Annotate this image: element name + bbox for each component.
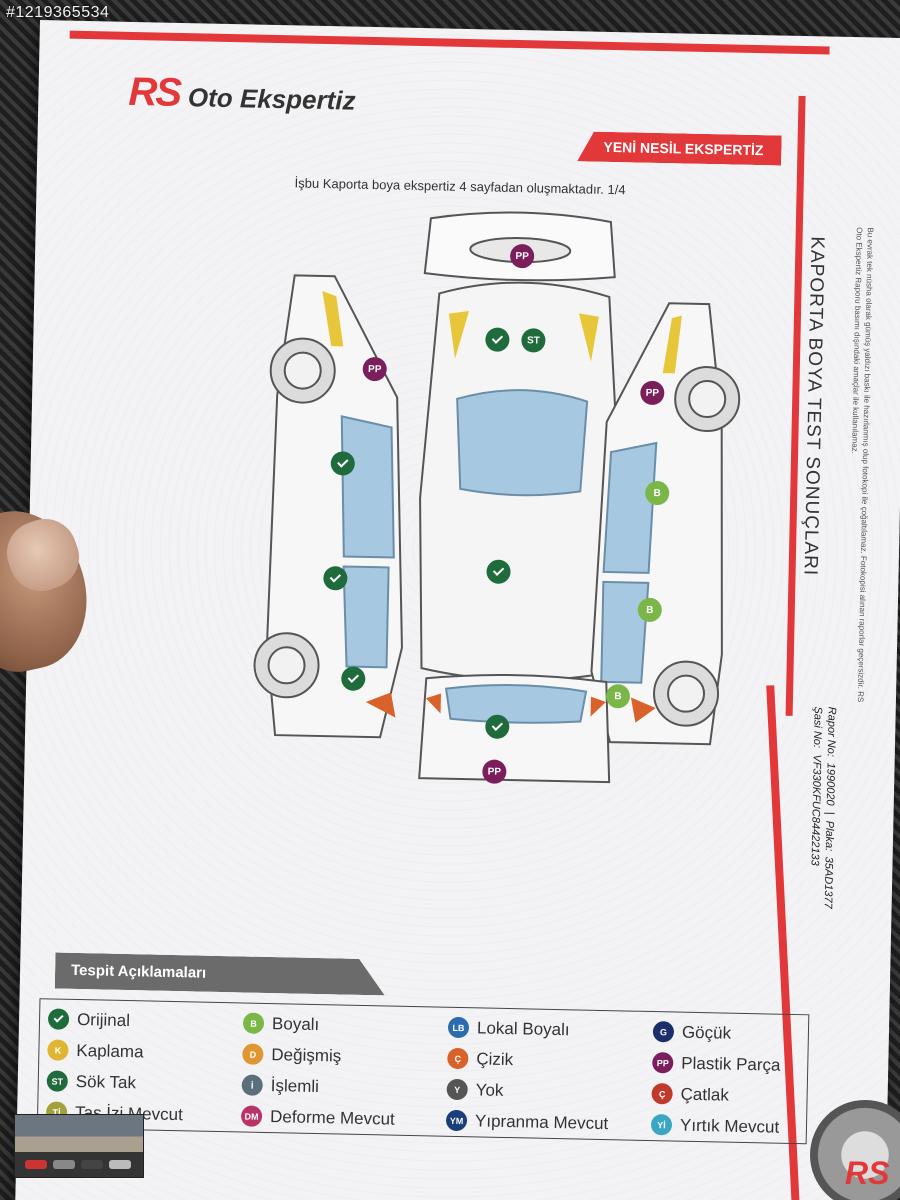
car-outline bbox=[253, 211, 741, 784]
legend-dot-icon: G bbox=[652, 1021, 675, 1043]
legend-dot-icon: ST bbox=[46, 1070, 68, 1092]
seal-logo: RS bbox=[845, 1155, 890, 1191]
dealer-avatar bbox=[14, 1114, 144, 1178]
legend-dot-icon: Yİ bbox=[650, 1114, 673, 1136]
plaka: 35AD1377 bbox=[821, 856, 835, 910]
legend-item: İ İşlemli bbox=[241, 1069, 447, 1104]
brand-logo: RS Oto Ekspertiz bbox=[128, 70, 356, 120]
rapor-label: Rapor No: bbox=[824, 706, 838, 757]
sasi: VF330KFUC84422133 bbox=[808, 753, 823, 866]
legend-label: Yırtık Mevcut bbox=[679, 1115, 780, 1137]
legend-label: Sök Tak bbox=[75, 1071, 137, 1092]
check-icon bbox=[329, 571, 342, 583]
check-icon bbox=[337, 456, 349, 468]
legend-label: Boyalı bbox=[271, 1013, 320, 1034]
check-icon bbox=[491, 332, 504, 344]
side-title: KAPORTA BOYA TEST SONUÇLARI bbox=[799, 236, 828, 577]
legend-label: Çatlak bbox=[680, 1084, 730, 1105]
avatar-car bbox=[53, 1160, 75, 1169]
legend-label: Plastik Parça bbox=[681, 1053, 781, 1075]
legend-item: B Boyalı bbox=[242, 1007, 449, 1042]
legend-dot-icon: K bbox=[47, 1039, 69, 1061]
legend-dot-icon: PP bbox=[652, 1052, 674, 1074]
legend-dot-icon: İ bbox=[241, 1074, 263, 1096]
legend-item: Ç Çatlak bbox=[651, 1078, 817, 1112]
check-icon bbox=[53, 1012, 64, 1023]
legend-item: LB Lokal Boyalı bbox=[447, 1012, 654, 1047]
legend-item: Ç Çizik bbox=[447, 1043, 653, 1078]
legend-item: K Kaplama bbox=[47, 1034, 243, 1069]
legend-label: Yıpranma Mevcut bbox=[474, 1110, 609, 1133]
plaka-label: Plaka: bbox=[822, 820, 836, 852]
separator: | bbox=[823, 811, 836, 815]
legend-label: Lokal Boyalı bbox=[476, 1017, 570, 1039]
legend-label: Yok bbox=[475, 1079, 504, 1100]
legend-item: ST Sök Tak bbox=[46, 1065, 242, 1100]
legend-label: İşlemli bbox=[270, 1075, 320, 1096]
legend-item: Yİ Yırtık Mevcut bbox=[650, 1109, 817, 1143]
legend-dot-icon: YM bbox=[445, 1109, 468, 1132]
legend-label: Kaplama bbox=[76, 1040, 144, 1061]
car-body-diagram: PP ST PP PP B B B PP bbox=[214, 194, 786, 806]
legend-title: Tespit Açıklamaları bbox=[55, 953, 386, 996]
legend-item: Y Yok bbox=[446, 1074, 652, 1109]
legend-dot-icon: B bbox=[242, 1012, 265, 1034]
intro-text: İşbu Kaporta boya ekspertiz 4 sayfadan o… bbox=[294, 175, 626, 198]
legend-label: Deforme Mevcut bbox=[269, 1106, 395, 1129]
legend-dot-icon: Y bbox=[446, 1078, 468, 1101]
legend-item: PP Plastik Parça bbox=[652, 1047, 818, 1081]
brand-rs: RS bbox=[128, 69, 181, 115]
legend-item: Orijinal bbox=[47, 1003, 244, 1038]
legend-dot-icon: Ç bbox=[447, 1047, 469, 1070]
inspection-report-page: RS Oto Ekspertiz YENİ NESİL EKSPERTİZ İş… bbox=[14, 20, 900, 1200]
legend-label: Orijinal bbox=[76, 1009, 131, 1030]
brand-name: Oto Ekspertiz bbox=[187, 82, 356, 116]
silver-seal bbox=[810, 1100, 900, 1200]
check-icon bbox=[347, 671, 359, 683]
red-border-top bbox=[69, 30, 830, 55]
avatar-car bbox=[109, 1160, 131, 1169]
check-icon bbox=[491, 719, 504, 731]
legend-item: G Göçük bbox=[652, 1016, 819, 1050]
sasi-label: Şasi No: bbox=[810, 706, 824, 749]
legend-item: DM Deforme Mevcut bbox=[240, 1100, 447, 1135]
avatar-car bbox=[81, 1160, 103, 1169]
legend-dot-icon: LB bbox=[447, 1016, 470, 1039]
legend-label: Değişmiş bbox=[271, 1044, 342, 1066]
legend-label: Çizik bbox=[476, 1048, 514, 1069]
legend-item: YM Yıpranma Mevcut bbox=[445, 1105, 652, 1140]
legend-label: Göçük bbox=[681, 1022, 732, 1043]
legend-dot-icon: DM bbox=[240, 1105, 263, 1127]
rapor-no: 1990020 bbox=[823, 762, 837, 806]
brand-slogan: YENİ NESİL EKSPERTİZ bbox=[577, 131, 782, 165]
avatar-car bbox=[25, 1160, 47, 1169]
check-icon bbox=[492, 564, 505, 576]
report-info: Rapor No: 1990020 | Plaka: 35AD1377 Şasi… bbox=[807, 706, 839, 909]
image-watermark: #1219365534 bbox=[6, 4, 110, 21]
legend-item: D Değişmiş bbox=[242, 1038, 448, 1073]
legend-dot-icon bbox=[47, 1008, 70, 1030]
legend-dot-icon: D bbox=[242, 1043, 264, 1065]
legend-dot-icon: Ç bbox=[651, 1083, 673, 1105]
side-note: Bu evrak tek nüsha olarak gümüş yaldızı … bbox=[850, 227, 875, 703]
